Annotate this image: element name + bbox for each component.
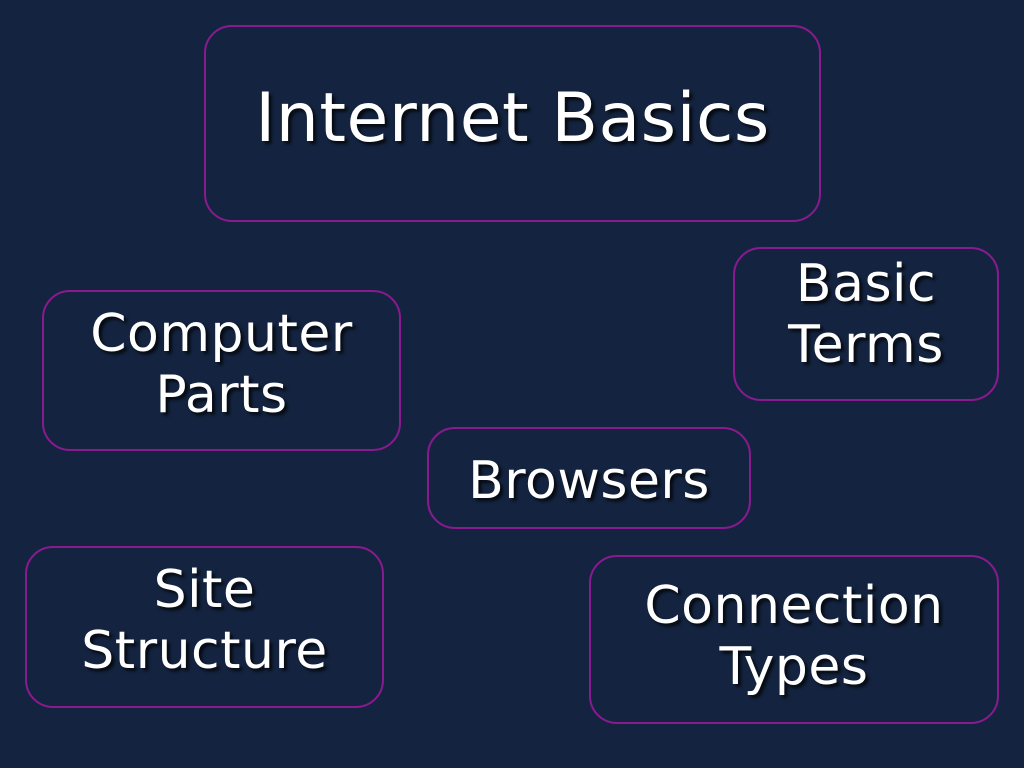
title-box: Internet Basics [204, 25, 821, 222]
topic-browsers-label: Browsers [468, 450, 710, 511]
topic-connection-types[interactable]: Connection Types [589, 555, 999, 724]
topic-connection-types-label: Connection Types [644, 575, 944, 697]
topic-computer-parts[interactable]: Computer Parts [42, 290, 401, 451]
topic-basic-terms[interactable]: Basic Terms [733, 247, 999, 401]
topic-site-structure[interactable]: Site Structure [25, 546, 384, 708]
slide-title: Internet Basics [255, 78, 770, 158]
topic-computer-parts-label: Computer Parts [90, 303, 353, 425]
topic-site-structure-label: Site Structure [81, 560, 328, 681]
topic-basic-terms-label: Basic Terms [788, 254, 944, 375]
topic-browsers[interactable]: Browsers [427, 427, 751, 529]
